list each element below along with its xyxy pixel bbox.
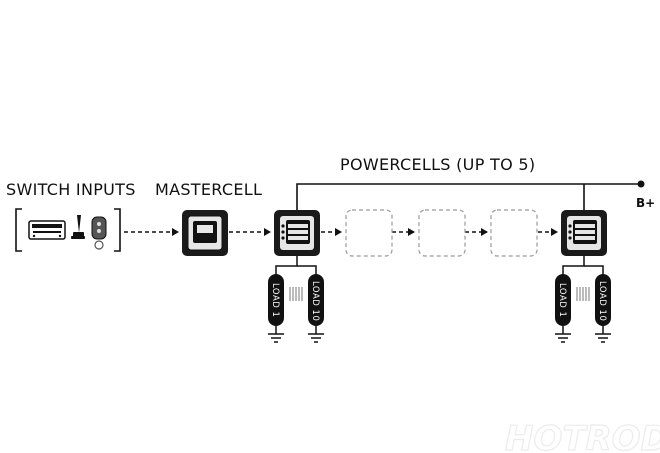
key-fob-icon	[91, 216, 107, 250]
load-first-label: LOAD 1	[270, 283, 280, 317]
resistor-icon: LOAD 10	[595, 274, 611, 326]
radio-icon	[28, 220, 66, 240]
watermark-logo: HOTROD	[505, 419, 660, 453]
load-group-powercell-1: LOAD 1 LOAD 10	[268, 256, 324, 343]
powercell-slot-placeholders	[345, 209, 538, 257]
powercell-slot-2	[345, 209, 393, 257]
b-plus-bus	[296, 183, 641, 210]
mastercell-icon	[182, 210, 228, 256]
ground-icon	[555, 326, 571, 343]
b-plus-terminal	[637, 180, 645, 188]
load-last-label: LOAD 10	[597, 281, 607, 321]
powercell-1	[274, 210, 320, 256]
resistor-icon: LOAD 10	[308, 274, 324, 326]
powercell-slot-4	[490, 209, 538, 257]
ground-icon	[308, 326, 324, 343]
joystick-icon	[71, 215, 85, 239]
ground-icon	[595, 326, 611, 343]
powercell-5	[561, 210, 607, 256]
load-group-powercell-5: LOAD 1 LOAD 10	[555, 256, 611, 343]
load-separator	[576, 287, 590, 301]
switch-inputs-label: SWITCH INPUTS	[6, 180, 136, 199]
load-separator	[289, 287, 303, 301]
switch-inputs-bracket	[15, 208, 121, 252]
powercell-slot-3	[418, 209, 466, 257]
resistor-icon: LOAD 1	[555, 274, 571, 326]
resistor-icon: LOAD 1	[268, 274, 284, 326]
b-plus-label: B+	[636, 196, 655, 210]
mastercell-label: MASTERCELL	[155, 180, 262, 199]
ground-icon	[268, 326, 284, 343]
load-first-label: LOAD 1	[557, 283, 567, 317]
load-last-label: LOAD 10	[310, 281, 320, 321]
powercells-label: POWERCELLS (UP TO 5)	[340, 155, 535, 174]
